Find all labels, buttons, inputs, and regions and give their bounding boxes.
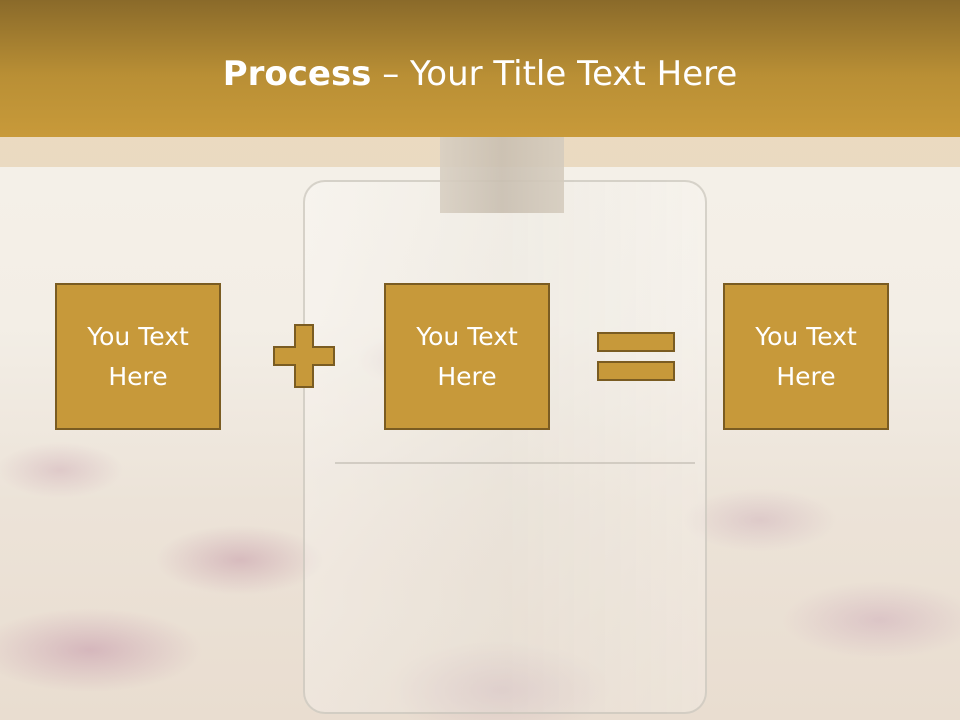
- process-box-2[interactable]: You Text Here: [384, 283, 550, 430]
- bottle-liquid-line: [335, 462, 695, 464]
- process-box-1-line2: Here: [108, 361, 168, 391]
- process-box-2-line1: You Text: [416, 321, 518, 351]
- process-box-3-line2: Here: [776, 361, 836, 391]
- bottle-cap-image: [440, 137, 564, 213]
- process-box-2-text: You Text Here: [416, 317, 518, 397]
- process-box-1-line1: You Text: [87, 321, 189, 351]
- process-box-1[interactable]: You Text Here: [55, 283, 221, 430]
- process-box-3-text: You Text Here: [755, 317, 857, 397]
- equals-icon-bottom-bar: [597, 361, 675, 381]
- equals-icon-top-bar: [597, 332, 675, 352]
- process-box-3-line1: You Text: [755, 321, 857, 351]
- plus-icon: [273, 324, 335, 388]
- process-box-3[interactable]: You Text Here: [723, 283, 889, 430]
- title-rest: – Your Title Text Here: [371, 54, 738, 94]
- slide-title: Process – Your Title Text Here: [0, 52, 960, 96]
- perfume-bottle-image: [303, 180, 707, 714]
- title-bold: Process: [222, 54, 372, 94]
- process-box-1-text: You Text Here: [87, 317, 189, 397]
- process-box-2-line2: Here: [437, 361, 497, 391]
- title-bar: Process – Your Title Text Here: [0, 0, 960, 137]
